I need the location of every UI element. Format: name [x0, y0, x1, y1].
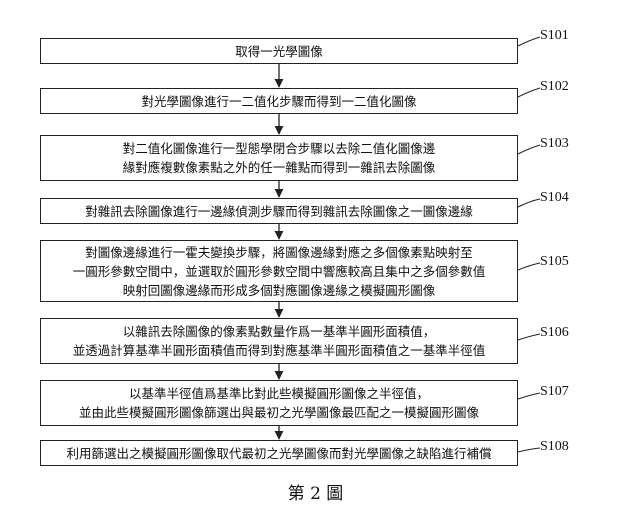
- step-label-s105: S105: [540, 254, 569, 269]
- leader-line-s101: [517, 36, 541, 47]
- leader-line-s105: [517, 262, 541, 271]
- step-text: 緣對應複數像素點之外的任一雜點而得到一雜訊去除圖像: [122, 160, 436, 175]
- step-text: 對二值化圖像進行一型態學閉合步驟以去除二值化圖像邊: [122, 141, 436, 156]
- step-text: 映射回圖像邊緣而形成多個對應圖像邊緣之模擬圓形圖像: [122, 282, 436, 298]
- leader-line-s107: [517, 392, 541, 400]
- step-box-s108: 利用篩選出之模擬圓形圖像取代最初之光學圖像而對光學圖像之缺陷進行補償: [40, 440, 518, 466]
- step-label-s104: S104: [540, 190, 569, 205]
- step-text: 並透過計算基準半圓形面積值而得到對應基準半圓形面積值之一基準半徑值: [72, 343, 486, 358]
- step-label-s106: S106: [540, 325, 569, 340]
- step-text: 對雜訊去除圖像進行一邊緣偵測步驟而得到雜訊去除圖像之一圖像邊緣: [85, 203, 473, 219]
- step-text: 利用篩選出之模擬圓形圖像取代最初之光學圖像而對光學圖像之缺陷進行補償: [66, 445, 492, 461]
- step-label-s108: S108: [540, 439, 569, 454]
- step-box-s105: 對圖像邊緣進行一霍夫變換步驟，將圖像邊緣對應之多個像素點映射至 一圓形參數空間中…: [40, 240, 518, 302]
- leader-line-s106: [517, 333, 541, 341]
- step-text: 一圓形參數空間中，並選取於圓形參數空間中響應較高且集中之多個參數值: [72, 263, 486, 279]
- step-box-s106: 以雜訊去除圖像的像素點數量作爲一基準半圓形面積值， 並透過計算基準半圓形面積值而…: [40, 318, 518, 364]
- leader-line-s103: [517, 144, 541, 155]
- step-box-s104: 對雜訊去除圖像進行一邊緣偵測步驟而得到雜訊去除圖像之一圖像邊緣: [40, 198, 518, 224]
- step-text: 取得一光學圖像: [235, 43, 323, 59]
- leader-line-s102: [517, 87, 541, 98]
- step-box-s107: 以基準半徑值爲基準比對此些模擬圓形圖像之半徑值， 並由此些模擬圓形圖像篩選出與最…: [40, 380, 518, 426]
- step-label-s103: S103: [540, 136, 569, 151]
- step-box-s101: 取得一光學圖像: [40, 38, 518, 64]
- step-text: 以雜訊去除圖像的像素點數量作爲一基準半圓形面積值，: [122, 324, 436, 339]
- step-label-s107: S107: [540, 384, 569, 399]
- step-text: 並由此些模擬圓形圖像篩選出與最初之光學圖像最匹配之一模擬圓形圖像: [78, 405, 479, 420]
- leader-line-s108: [517, 447, 541, 453]
- step-label-s101: S101: [540, 28, 569, 43]
- step-box-s102: 對光學圖像進行一二值化步驟而得到一二值化圖像: [40, 88, 518, 114]
- step-box-s103: 對二值化圖像進行一型態學閉合步驟以去除二值化圖像邊 緣對應複數像素點之外的任一雜…: [40, 135, 518, 181]
- step-text: 以基準半徑值爲基準比對此些模擬圓形圖像之半徑值，: [128, 386, 429, 401]
- step-text: 對光學圖像進行一二值化步驟而得到一二值化圖像: [141, 93, 417, 109]
- figure-caption: 第 2 圖: [287, 484, 344, 504]
- leader-line-s104: [517, 198, 541, 208]
- step-label-s102: S102: [540, 79, 569, 94]
- step-text: 對圖像邊緣進行一霍夫變換步驟，將圖像邊緣對應之多個像素點映射至: [85, 244, 473, 260]
